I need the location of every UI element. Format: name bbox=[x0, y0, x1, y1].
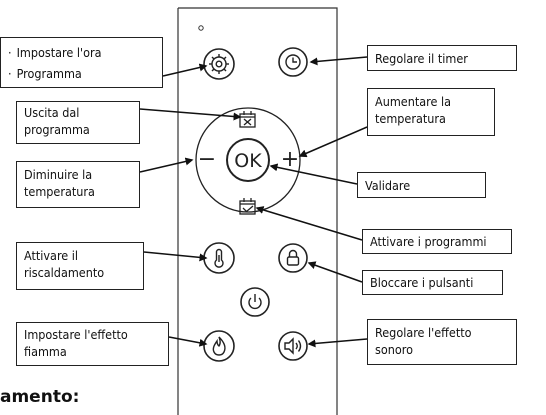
label-decrease-line2: temperatura bbox=[24, 184, 95, 199]
timer-button bbox=[278, 47, 308, 77]
label-flame-effect: Impostare l'effetto fiamma bbox=[16, 322, 169, 366]
label-program: Programma bbox=[8, 65, 155, 82]
remote-outline bbox=[177, 7, 338, 415]
clock-icon bbox=[285, 54, 301, 70]
power-icon bbox=[248, 294, 262, 310]
calendar-check-icon bbox=[239, 198, 256, 215]
settings-button bbox=[203, 48, 235, 80]
arrow-increase bbox=[298, 126, 368, 158]
label-timer-text: Regolare il timer bbox=[375, 51, 468, 66]
label-activate-heating: Attivare il riscaldamento bbox=[16, 242, 144, 290]
sound-button bbox=[278, 331, 308, 361]
section-heading-fragment: amento: bbox=[0, 387, 80, 407]
minus-sign: − bbox=[198, 147, 216, 172]
lock-button bbox=[278, 243, 308, 273]
ok-text: OK bbox=[234, 150, 262, 172]
heating-button bbox=[203, 242, 235, 274]
label-lock-buttons: Bloccare i pulsanti bbox=[362, 270, 503, 295]
arrow-exit-program bbox=[139, 108, 242, 121]
flame-icon bbox=[212, 336, 226, 356]
led-indicator bbox=[198, 25, 204, 31]
label-activate-programs: Attivare i programmi bbox=[362, 229, 512, 254]
label-set-time: Impostare l'ora bbox=[8, 44, 155, 61]
leader-arrows bbox=[139, 56, 368, 348]
arrow-lock bbox=[307, 261, 363, 283]
label-sound-line2: sonoro bbox=[375, 342, 413, 357]
arrow-flame bbox=[168, 336, 208, 347]
arrow-timer bbox=[309, 56, 368, 66]
label-programs-text: Attivare i programmi bbox=[370, 234, 487, 249]
label-validate: Validare bbox=[357, 172, 486, 198]
label-sound-effect: Regolare l'effetto sonoro bbox=[367, 319, 517, 365]
label-flame-line2: fiamma bbox=[24, 344, 67, 359]
label-flame-line1: Impostare l'effetto bbox=[24, 327, 128, 342]
arrow-sound bbox=[307, 338, 368, 348]
calendar-exit-icon bbox=[239, 111, 256, 128]
lock-icon bbox=[286, 249, 300, 266]
arrow-heating bbox=[143, 251, 208, 262]
ok-button: OK bbox=[226, 138, 270, 182]
label-decrease-line1: Diminuire la bbox=[24, 167, 93, 182]
label-validate-text: Validare bbox=[365, 178, 411, 193]
label-exit-program: Uscita dal programma bbox=[16, 101, 140, 144]
arrow-programs bbox=[255, 206, 363, 241]
label-heating-line1: Attivare il bbox=[24, 248, 79, 263]
label-timer: Regolare il timer bbox=[367, 45, 517, 71]
control-ring bbox=[195, 107, 301, 213]
label-sound-line1: Regolare l'effetto bbox=[375, 325, 472, 340]
label-exit-program-line1: Uscita dal bbox=[24, 105, 80, 120]
thermometer-icon bbox=[214, 248, 224, 268]
label-increase-line2: temperatura bbox=[375, 111, 446, 126]
label-exit-program-line2: programma bbox=[24, 122, 90, 137]
speaker-icon bbox=[284, 337, 302, 355]
power-button bbox=[240, 287, 270, 317]
plus-sign: + bbox=[281, 147, 299, 172]
label-settings: Impostare l'ora Programma bbox=[0, 37, 163, 88]
flame-button bbox=[203, 330, 235, 362]
label-lock-text: Bloccare i pulsanti bbox=[370, 275, 474, 290]
label-increase-temp: Aumentare la temperatura bbox=[367, 88, 495, 136]
arrow-settings bbox=[162, 63, 208, 77]
arrow-validate bbox=[269, 163, 358, 185]
gear-icon bbox=[209, 54, 229, 74]
label-decrease-temp: Diminuire la temperatura bbox=[16, 161, 140, 208]
label-increase-line1: Aumentare la bbox=[375, 94, 451, 109]
arrow-decrease bbox=[139, 157, 194, 173]
label-heating-line2: riscaldamento bbox=[24, 265, 105, 280]
